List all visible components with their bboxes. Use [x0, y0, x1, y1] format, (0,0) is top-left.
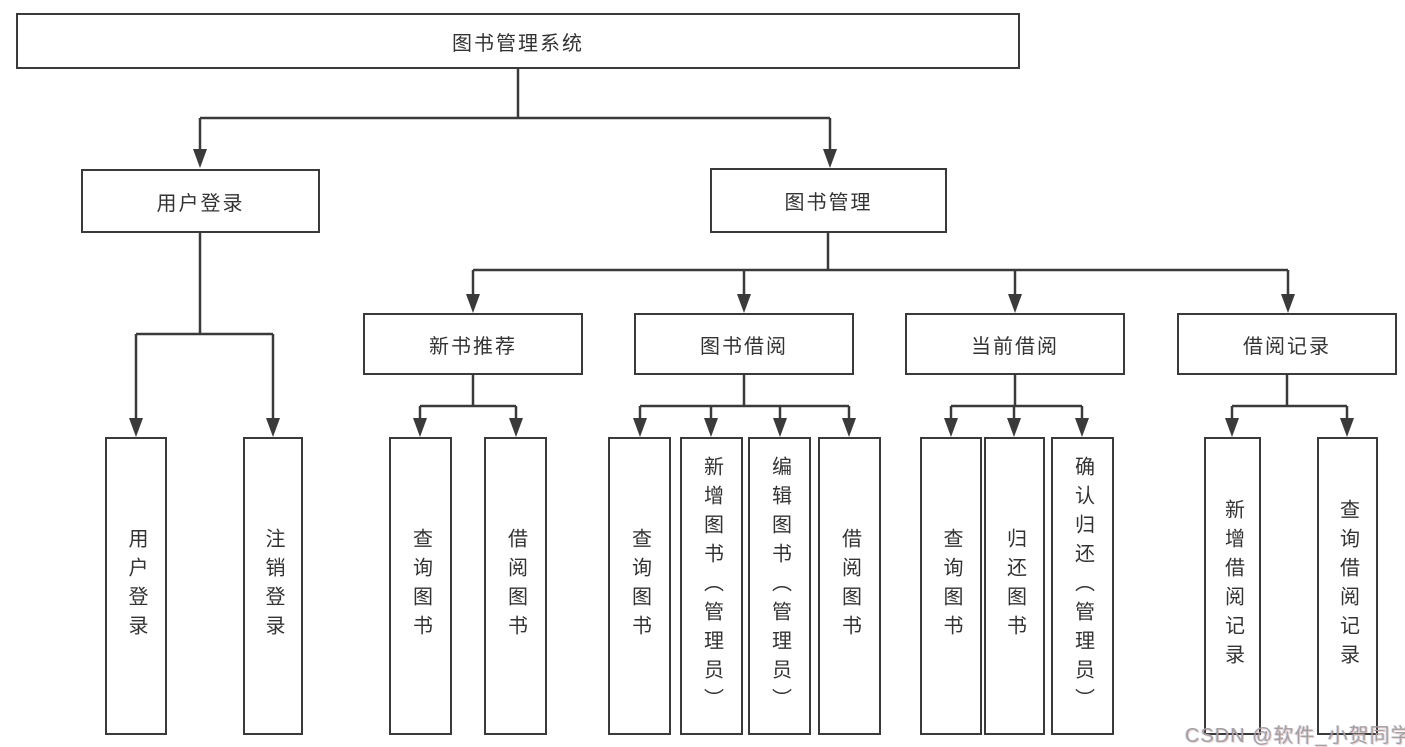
- arrowhead-icon: [823, 149, 837, 168]
- node-label: 用户登录: [125, 528, 147, 644]
- node-label: 注销登录: [262, 528, 284, 644]
- connector-new-book-recommend-to-leaves: [413, 375, 523, 437]
- connector-book-borrowing-to-leaves: [633, 375, 856, 437]
- arrowhead-icon: [704, 418, 718, 437]
- node-label: 借阅图书: [504, 528, 527, 644]
- node-label: 归还图书: [1003, 528, 1026, 644]
- leaf-confirm-return-admin: 确认归还（管理员）: [1051, 437, 1114, 735]
- arrowhead-icon: [129, 418, 143, 437]
- arrowhead-icon: [1340, 418, 1354, 437]
- node-label: 借阅图书: [838, 528, 861, 644]
- node-label: 借阅记录: [1243, 335, 1331, 358]
- node-label: 查询图书: [940, 528, 962, 644]
- arrowhead-icon: [633, 418, 647, 437]
- arrowhead-icon: [1225, 418, 1239, 437]
- leaf-query-books-borrowing: 查询图书: [608, 437, 671, 735]
- arrowhead-icon: [1008, 294, 1022, 313]
- leaf-logout: 注销登录: [243, 437, 303, 735]
- connector-user-login-to-leaves: [129, 233, 280, 437]
- leaf-add-borrow-record: 新增借阅记录: [1204, 437, 1261, 735]
- arrowhead-icon: [266, 418, 280, 437]
- node-label: 确认归还（管理员）: [1071, 455, 1094, 717]
- node-book-borrowing: 图书借阅: [634, 313, 854, 375]
- node-label: 新增借阅记录: [1221, 499, 1244, 673]
- connector-book-management-to-level3: [466, 233, 1295, 313]
- arrowhead-icon: [944, 418, 958, 437]
- node-label: 查询借阅记录: [1336, 499, 1359, 673]
- leaf-query-borrow-record: 查询借阅记录: [1317, 437, 1378, 735]
- arrowhead-icon: [737, 294, 751, 313]
- node-label: 用户登录: [156, 192, 245, 215]
- node-label: 图书借阅: [700, 335, 788, 358]
- leaf-return-book: 归还图书: [984, 437, 1045, 735]
- node-label: 新增图书（管理员）: [700, 455, 723, 717]
- node-label: 查询图书: [409, 528, 432, 644]
- arrowhead-icon: [773, 418, 787, 437]
- leaf-edit-book-admin: 编辑图书（管理员）: [748, 437, 811, 735]
- node-current-borrowing: 当前借阅: [905, 313, 1125, 375]
- node-library-management-system: 图书管理系统: [16, 13, 1020, 69]
- node-label: 当前借阅: [971, 335, 1059, 358]
- node-label: 编辑图书（管理员）: [768, 455, 791, 717]
- node-book-management: 图书管理: [710, 168, 947, 233]
- node-user-login: 用户登录: [81, 169, 320, 233]
- leaf-query-books-current: 查询图书: [920, 437, 982, 735]
- arrowhead-icon: [842, 418, 856, 437]
- leaf-query-books-recommend: 查询图书: [389, 437, 452, 735]
- arrowhead-icon: [193, 149, 207, 168]
- arrowhead-icon: [1281, 294, 1295, 313]
- node-label: 新书推荐: [429, 335, 517, 358]
- arrowhead-icon: [413, 418, 427, 437]
- node-label: 图书管理: [784, 192, 873, 214]
- arrowhead-icon: [509, 418, 523, 437]
- connector-root-to-level2: [193, 69, 837, 168]
- leaf-add-book-admin: 新增图书（管理员）: [680, 437, 743, 735]
- watermark: CSDN @软件_小贺同学: [1185, 725, 1405, 747]
- node-label: 查询图书: [628, 528, 651, 644]
- node-borrowing-records: 借阅记录: [1177, 313, 1397, 375]
- node-label: 图书管理系统: [452, 32, 584, 55]
- arrowhead-icon: [466, 294, 480, 313]
- leaf-user-login: 用户登录: [105, 437, 167, 735]
- connector-borrowing-records-to-leaves: [1225, 375, 1354, 437]
- leaf-borrow-books-recommend: 借阅图书: [484, 437, 547, 735]
- node-new-book-recommend: 新书推荐: [363, 313, 583, 375]
- arrowhead-icon: [1007, 418, 1021, 437]
- arrowhead-icon: [1075, 418, 1089, 437]
- leaf-borrow-books: 借阅图书: [818, 437, 881, 735]
- connector-current-borrowing-to-leaves: [944, 375, 1089, 437]
